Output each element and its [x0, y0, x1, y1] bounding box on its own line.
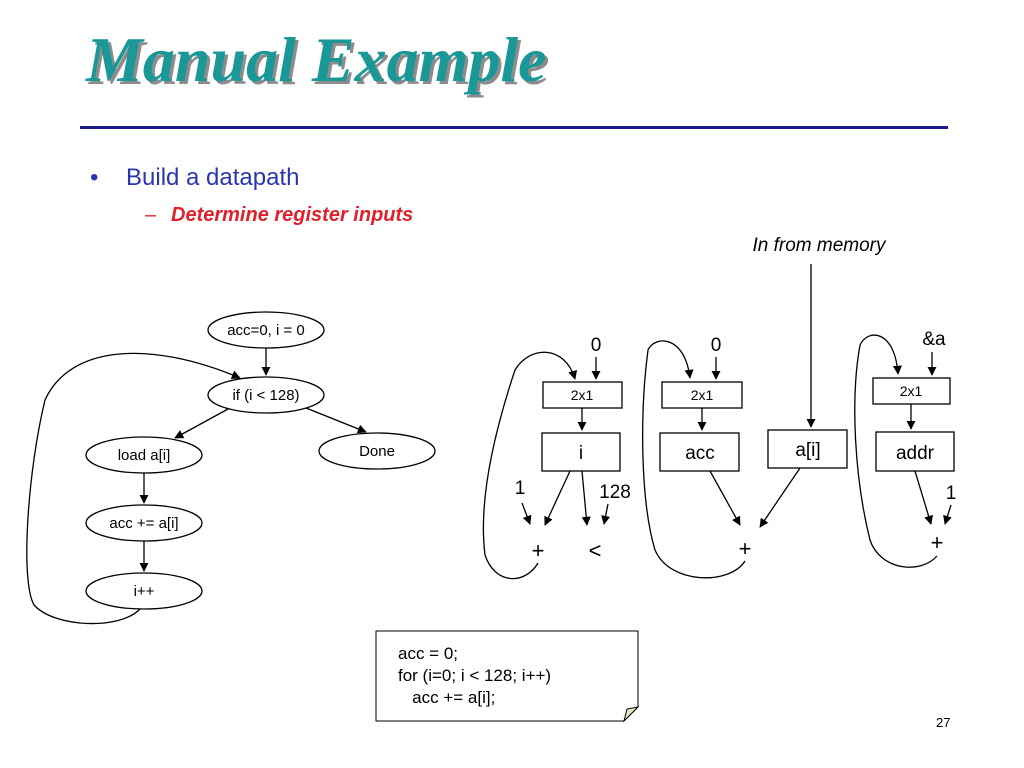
code-box-frame — [375, 630, 640, 723]
bullet-marker: • — [90, 164, 99, 191]
wire-acc-feedback — [642, 340, 746, 579]
register-acc-label: acc — [685, 443, 715, 464]
mux-addr-label: 2x1 — [900, 383, 923, 399]
edge-inc-loop-back — [26, 352, 241, 625]
const-limit: 128 — [599, 482, 631, 503]
register-a: a[i] — [767, 429, 848, 469]
register-addr: addr — [875, 431, 955, 472]
state-accumulate-label: acc += a[i] — [109, 515, 178, 532]
mux-i-label: 2x1 — [571, 387, 594, 403]
bullet-build-datapath: • Build a datapath — [90, 164, 299, 192]
fsm-diagram: acc=0, i = 0 if (i < 128) load a[i] Done… — [26, 311, 436, 625]
register-acc: acc — [659, 432, 740, 472]
state-condition: if (i < 128) — [207, 376, 325, 414]
state-done-label: Done — [359, 443, 395, 460]
page-number: 27 — [936, 715, 951, 730]
fsm-transitions — [26, 348, 367, 625]
wire-addr-feedback — [854, 334, 938, 568]
mux-acc-label: 2x1 — [691, 387, 714, 403]
datapath-wires — [482, 264, 952, 580]
wire-a-to-adder — [759, 467, 801, 528]
wire-one-to-adder-addr — [943, 504, 952, 525]
const-acc-init: 0 — [711, 335, 722, 356]
sub-bullet-text: Determine register inputs — [171, 204, 414, 226]
state-load-label: load a[i] — [118, 447, 171, 464]
wire-i-to-comparator — [581, 470, 591, 526]
title-rule — [80, 126, 948, 129]
code-line: for (i=0; i < 128; i++) — [398, 666, 552, 685]
mux-addr: 2x1 — [872, 377, 951, 405]
code-line: acc += a[i]; — [398, 688, 496, 707]
adder-addr: + — [931, 530, 944, 555]
edge-cond-to-done — [305, 407, 367, 434]
wire-limit-to-comparator — [601, 503, 611, 525]
state-accumulate: acc += a[i] — [85, 504, 203, 542]
const-i-init: 0 — [591, 335, 602, 356]
code-snippet: acc = 0; for (i=0; i < 128; i++) acc += … — [376, 631, 638, 721]
bullet-text: Build a datapath — [126, 164, 300, 191]
state-init-label: acc=0, i = 0 — [227, 322, 305, 339]
wire-i-to-adder — [544, 470, 571, 526]
comparator-i: < — [589, 538, 602, 563]
const-one-i: 1 — [515, 478, 526, 499]
register-i: i — [541, 432, 621, 472]
slide-title: Manual Example — [86, 24, 547, 95]
state-increment-label: i++ — [134, 583, 155, 600]
const-one-addr: 1 — [946, 483, 957, 504]
adder-i: + — [532, 538, 545, 563]
register-i-label: i — [579, 443, 583, 464]
register-addr-label: addr — [896, 443, 935, 464]
state-increment: i++ — [85, 572, 203, 610]
wire-addr-to-adder — [914, 470, 933, 525]
state-condition-label: if (i < 128) — [232, 387, 299, 404]
state-done: Done — [318, 432, 436, 470]
wire-acc-to-adder — [709, 470, 741, 526]
datapath-diagram: In from memory 0 0 &a 1 128 1 2x1 2x1 2x… — [482, 235, 957, 580]
memory-input-label: In from memory — [752, 235, 887, 256]
const-addr-base: &a — [922, 329, 946, 350]
state-load: load a[i] — [85, 436, 203, 474]
adder-acc: + — [739, 536, 752, 561]
state-init: acc=0, i = 0 — [207, 311, 325, 349]
edge-cond-to-load — [174, 408, 229, 439]
sub-bullet-marker: – — [145, 204, 157, 226]
register-a-label: a[i] — [795, 440, 820, 461]
code-line: acc = 0; — [398, 644, 459, 663]
wire-one-to-adder-i — [521, 502, 532, 525]
sub-bullet-register-inputs: –Determine register inputs — [145, 204, 413, 227]
wire-i-feedback — [482, 351, 578, 580]
mux-acc: 2x1 — [661, 381, 743, 409]
mux-i: 2x1 — [542, 381, 623, 409]
